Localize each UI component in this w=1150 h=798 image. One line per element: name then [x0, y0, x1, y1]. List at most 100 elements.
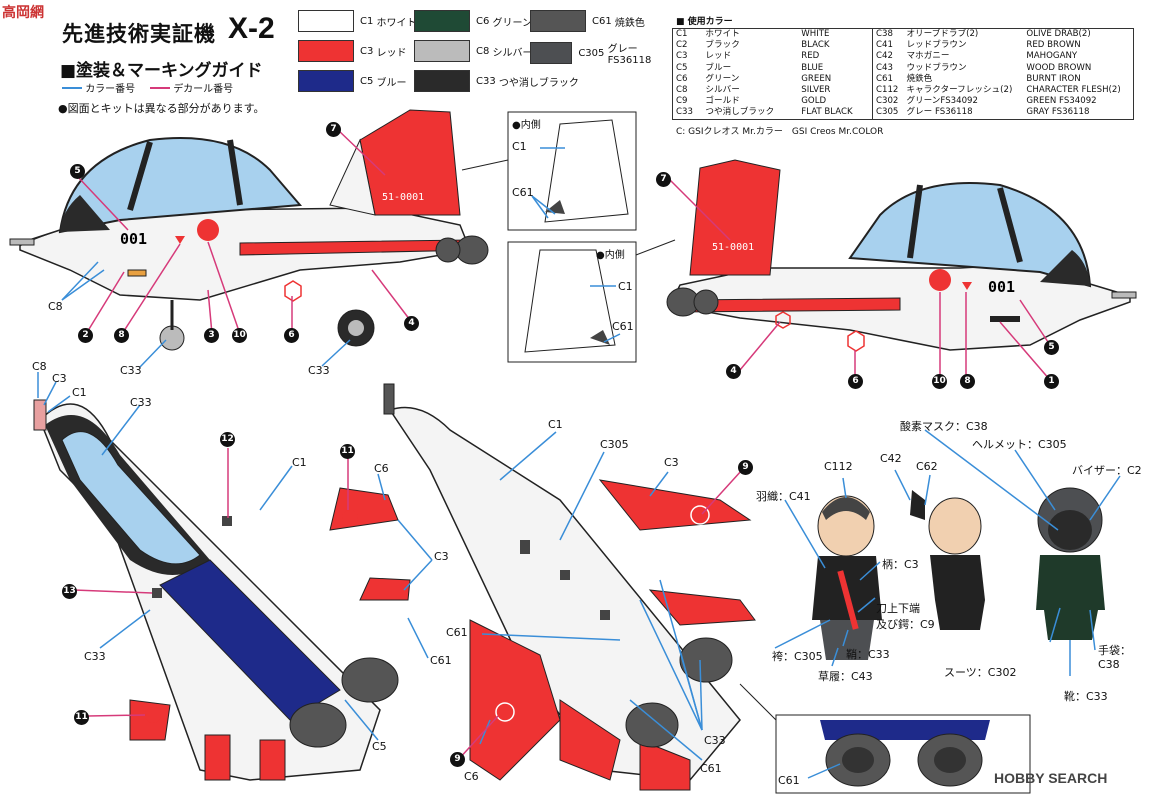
bottom-view: [383, 383, 756, 791]
color-row-left: C5 ブルー BLUE: [673, 63, 873, 74]
site-logo: 高岡網: [2, 5, 44, 21]
fin-code-left: 51-0001: [382, 192, 424, 203]
color-name-en: BLUE: [801, 62, 824, 73]
color-name-en: OLIVE DRAB(2): [1026, 29, 1091, 39]
inner-label-2: ●内側: [596, 250, 625, 261]
label-c33-nosegear: C33: [120, 364, 142, 377]
fig-tsuba-label: 及び鍔：C9: [876, 618, 935, 631]
color-name-en: FLAT BLACK: [801, 107, 853, 118]
color-code: C5: [676, 62, 688, 73]
callout-11-bottom: 11: [74, 710, 89, 725]
color-code: C1: [676, 29, 688, 39]
color-name-jp: キャラクターフレッシュ(2): [906, 85, 1013, 96]
swatch-c3: C3 レッド: [298, 40, 407, 62]
color-row-left: C1 ホワイト WHITE: [673, 29, 873, 40]
color-name-en: RED BROWN: [1026, 40, 1081, 51]
label-c8-left: C8: [48, 300, 63, 313]
fin-code-right: 51-0001: [712, 242, 754, 253]
inner-c1-label-2: C1: [618, 280, 633, 293]
blue-line-icon: [62, 87, 82, 89]
color-name-en: WHITE: [801, 29, 830, 39]
fig-suit-label: スーツ：C302: [944, 666, 1017, 679]
fig-helmet-label: ヘルメット：C305: [972, 438, 1067, 451]
inner-c61-label-1: C61: [512, 186, 534, 199]
color-code: C302: [876, 96, 899, 107]
decal-leaders-left: [77, 129, 411, 335]
bottom-c33-label: C33: [704, 734, 726, 747]
swatch-c5: C5 ブルー: [298, 70, 407, 92]
fig-glove-label: 手袋：C38: [1098, 644, 1131, 671]
color-name-en: BLACK: [801, 40, 830, 51]
color-name-jp: ブルー: [705, 62, 732, 73]
color-name-en: MAHOGANY: [1026, 51, 1078, 62]
callout-9-top: 9: [738, 460, 753, 475]
callout-3: 3: [204, 328, 219, 343]
color-code: C8: [676, 85, 688, 96]
color-name-jp: ブラック: [705, 40, 740, 51]
decal-leaders-right: [669, 179, 1051, 381]
swatch-c61: C61 焼鉄色: [530, 10, 645, 32]
seated-figure: [910, 490, 985, 630]
callout-6-left: 6: [284, 328, 299, 343]
color-code: C38: [876, 29, 893, 39]
bottom-c61-label: C61: [446, 626, 468, 639]
top-c3b-label: C3: [434, 550, 449, 563]
callout-1: 1: [1044, 374, 1059, 389]
note-text: ●図面とキットは異なる部分があります。: [58, 102, 265, 115]
top-c33-label: C33: [130, 396, 152, 409]
color-code: C43: [876, 62, 893, 73]
color-name-jp: オリーブドラブ(2): [906, 29, 979, 39]
color-name-jp: グレー FS36118: [906, 107, 973, 118]
label-c33-maingear: C33: [308, 364, 330, 377]
color-name-jp: グリーン: [705, 73, 740, 84]
fig-visor-label: バイザー：C2: [1072, 464, 1142, 477]
callout-5-left: 5: [70, 164, 85, 179]
model-name: X-2: [228, 12, 275, 45]
color-code: C33: [676, 107, 693, 118]
color-name-jp: グリーンFS34092: [906, 96, 978, 107]
color-table-heading: ■ 使用カラー: [676, 17, 733, 27]
color-code: C42: [876, 51, 893, 62]
swatch-c6: C6 グリーン: [414, 10, 532, 32]
callout-10-left: 10: [232, 328, 247, 343]
side-view-left: 51-0001 001: [9, 109, 489, 351]
color-leaders-figures: [774, 429, 1121, 676]
color-name-jp: ゴールド: [705, 96, 740, 107]
callout-8-left: 8: [114, 328, 129, 343]
color-swatch-grid: C1 ホワイト C6 グリーン C61 焼鉄色 C3 レッド C8 シルバー C…: [298, 10, 658, 100]
callout-7-left: 7: [326, 122, 341, 137]
legend-decal-number: デカール番号: [150, 80, 233, 95]
page-subtitle: ■塗装＆マーキングガイド: [60, 61, 263, 81]
fig-tsuka-label: 柄：C3: [882, 558, 919, 571]
top-c8-label: C8: [32, 360, 47, 373]
color-name-jp: ホワイト: [705, 29, 740, 39]
color-code: C61: [876, 73, 893, 84]
color-code: C6: [676, 73, 688, 84]
callout-13: 13: [62, 584, 77, 599]
inner-label-1: ●内側: [512, 120, 541, 131]
decal-leaders-top: [73, 448, 349, 717]
callout-8-right: 8: [960, 374, 975, 389]
inner-c1-label-1: C1: [512, 140, 527, 153]
page-title: 先進技術実証機: [62, 22, 216, 46]
top-c6-label: C6: [374, 462, 389, 475]
side-view-right: 51-0001 001: [666, 159, 1137, 352]
callout-12: 12: [220, 432, 235, 447]
callout-4-left: 4: [404, 316, 419, 331]
swatch-c1: C1 ホワイト: [298, 10, 417, 32]
color-name-en: BURNT IRON: [1026, 73, 1081, 84]
inset-c61-label: C61: [778, 774, 800, 787]
color-name-jp: レッド: [705, 51, 732, 62]
bottom-c305-label: C305: [600, 438, 629, 451]
fig-c62-label: C62: [916, 460, 938, 473]
color-code: C9: [676, 96, 688, 107]
bottom-c3-label: C3: [664, 456, 679, 469]
